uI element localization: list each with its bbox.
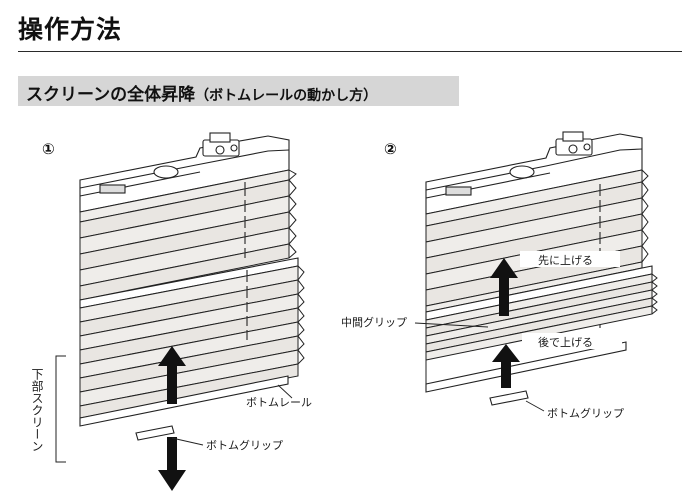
- panel-1: ①: [30, 132, 312, 491]
- bottom-rail-1: [79, 375, 289, 441]
- bottom-rail-label: ボトムレール: [246, 396, 312, 409]
- raise-first-bg: [520, 251, 620, 267]
- step-number-2: ②: [384, 140, 397, 158]
- raise-after-arrow: [492, 344, 520, 388]
- raise-after-bg: [522, 333, 622, 349]
- bottom-grip-label-1: ボトムグリップ: [206, 438, 283, 452]
- raise-after-label: 後で上げる: [538, 335, 593, 349]
- leader-lines-2: [414, 322, 545, 412]
- section-title-main: スクリーンの全体昇降: [26, 85, 196, 105]
- panel-2: ②: [341, 131, 658, 420]
- title-divider: [18, 51, 682, 52]
- pleat-edges-2: [641, 169, 649, 263]
- raise-first-arrow: [490, 258, 518, 316]
- bottom-screen-bracket: [55, 355, 66, 463]
- pleat-edges-1: [288, 169, 297, 259]
- lower-edges-2: [651, 273, 658, 315]
- section-subtitle: （ボトムレールの動かし方）: [195, 88, 378, 104]
- leader-lines-1: [171, 384, 293, 446]
- lower-screen-1: [79, 265, 299, 419]
- down-arrow-1: [158, 437, 186, 491]
- section-title: スクリーンの全体昇降（ボトムレールの動かし方）: [26, 80, 377, 105]
- head-rail-1: [79, 132, 290, 213]
- middle-grip-label: 中間グリップ: [341, 315, 407, 329]
- up-arrow-1: [158, 346, 186, 404]
- upper-screen-1: [79, 169, 290, 301]
- bottom-rail-2: [425, 341, 627, 406]
- page-title: 操作方法: [18, 15, 123, 44]
- step-number-1: ①: [42, 140, 55, 158]
- lower-edges-1: [297, 265, 305, 365]
- upper-screen-2: [425, 169, 643, 313]
- section-header: スクリーンの全体昇降（ボトムレールの動かし方）: [18, 76, 459, 106]
- bottom-grip-label-2: ボトムグリップ: [547, 406, 624, 420]
- bottom-screen-label: 下部スクリーン: [30, 368, 44, 452]
- head-rail-2: [425, 131, 643, 215]
- raise-first-label: 先に上げる: [538, 254, 593, 267]
